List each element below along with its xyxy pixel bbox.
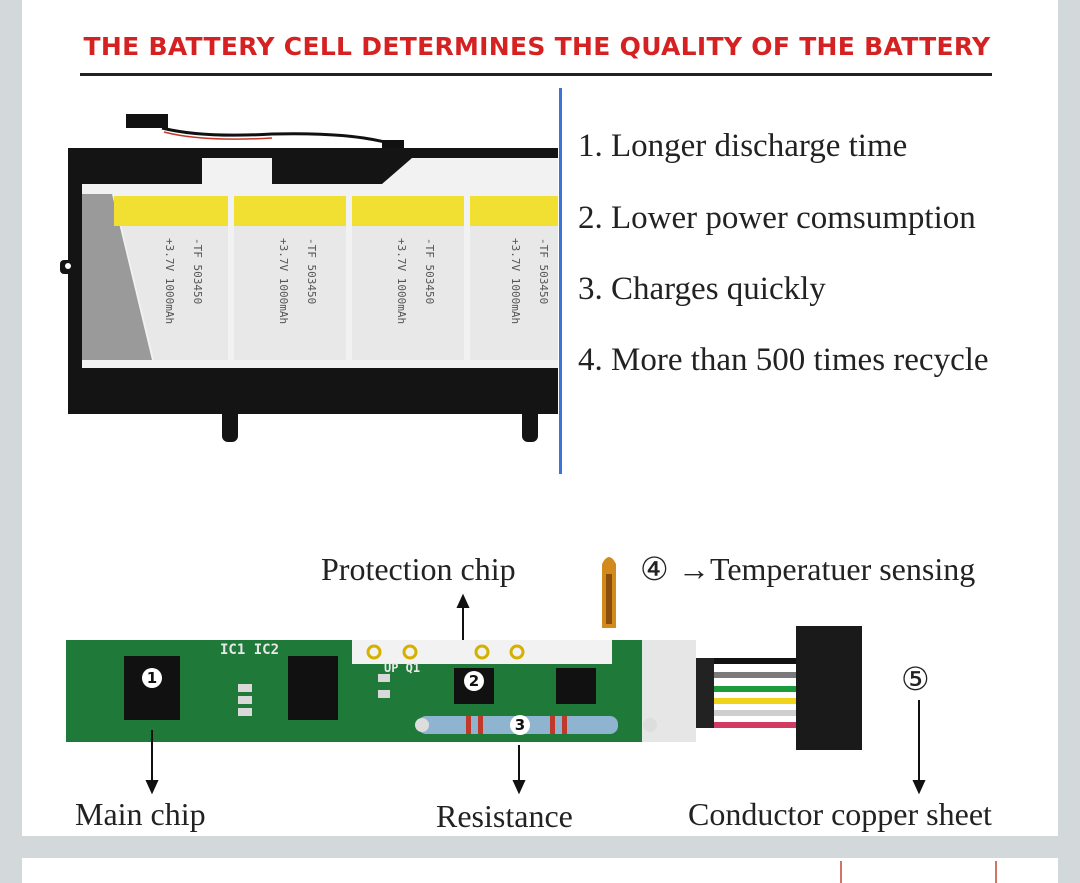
label-conductor-copper-sheet: Conductor copper sheet — [688, 796, 992, 832]
marker-1: 1 — [147, 669, 157, 687]
cell-text: +3.7V 1000mAh — [277, 238, 290, 324]
circled-four: ④ — [640, 551, 669, 587]
cell-text: +3.7V 1000mAh — [395, 238, 408, 324]
connector-plug — [126, 114, 168, 128]
arrow-down-icon — [145, 780, 159, 795]
arrow-down-icon — [512, 780, 526, 795]
pcb-illustration: IC1 IC2 UP Q1 1 2 3 — [66, 557, 862, 750]
marker-2: 2 — [469, 672, 479, 690]
cell-text: -TF 503450 — [537, 238, 550, 304]
silkscreen-ic: IC1 IC2 — [220, 642, 279, 658]
battery-cell — [234, 196, 346, 360]
cell-text: +3.7V 1000mAh — [163, 238, 176, 324]
label-main-chip: Main chip — [75, 796, 206, 832]
arrow-down-icon — [912, 780, 926, 795]
connector-wire — [161, 126, 393, 146]
feature-item: 1. Longer discharge time — [578, 128, 908, 164]
battery-cell — [470, 196, 558, 360]
battery-cell — [114, 196, 228, 360]
cell-text: +3.7V 1000mAh — [509, 238, 522, 324]
cell-text: -TF 503450 — [305, 238, 318, 304]
divider-mark — [995, 861, 997, 883]
marker-3: 3 — [515, 716, 525, 734]
cell-text: -TF 503450 — [191, 238, 204, 304]
content-panel: THE BATTERY CELL DETERMINES THE QUALITY … — [22, 0, 1058, 836]
next-panel — [22, 858, 1058, 883]
feature-item: 4. More than 500 times recycle — [578, 342, 989, 378]
wire-connector — [796, 626, 862, 750]
arrow-up-icon — [456, 593, 470, 608]
label-resistance: Resistance — [436, 798, 573, 834]
page-title: THE BATTERY CELL DETERMINES THE QUALITY … — [83, 32, 991, 61]
cell-text: -TF 503450 — [423, 238, 436, 304]
battery-cell — [352, 196, 464, 360]
feature-item: 3. Charges quickly — [578, 271, 826, 307]
title-divider — [80, 73, 992, 76]
circled-five: ⑤ — [901, 661, 930, 697]
label-temperature-sensing: →Temperatuer sensing — [678, 551, 976, 587]
feature-item: 2. Lower power comsumption — [578, 200, 976, 236]
callout-arrows — [145, 593, 926, 795]
divider-mark — [840, 861, 842, 883]
accent-stripe — [559, 88, 562, 474]
wire-bundle — [696, 658, 796, 728]
silkscreen-q: UP Q1 — [384, 661, 420, 675]
battery-pack-illustration: +3.7V 1000mAh -TF 503450 +3.7V 1000mAh -… — [60, 88, 562, 474]
label-protection-chip: Protection chip — [321, 551, 516, 587]
battery-cells — [114, 196, 558, 360]
